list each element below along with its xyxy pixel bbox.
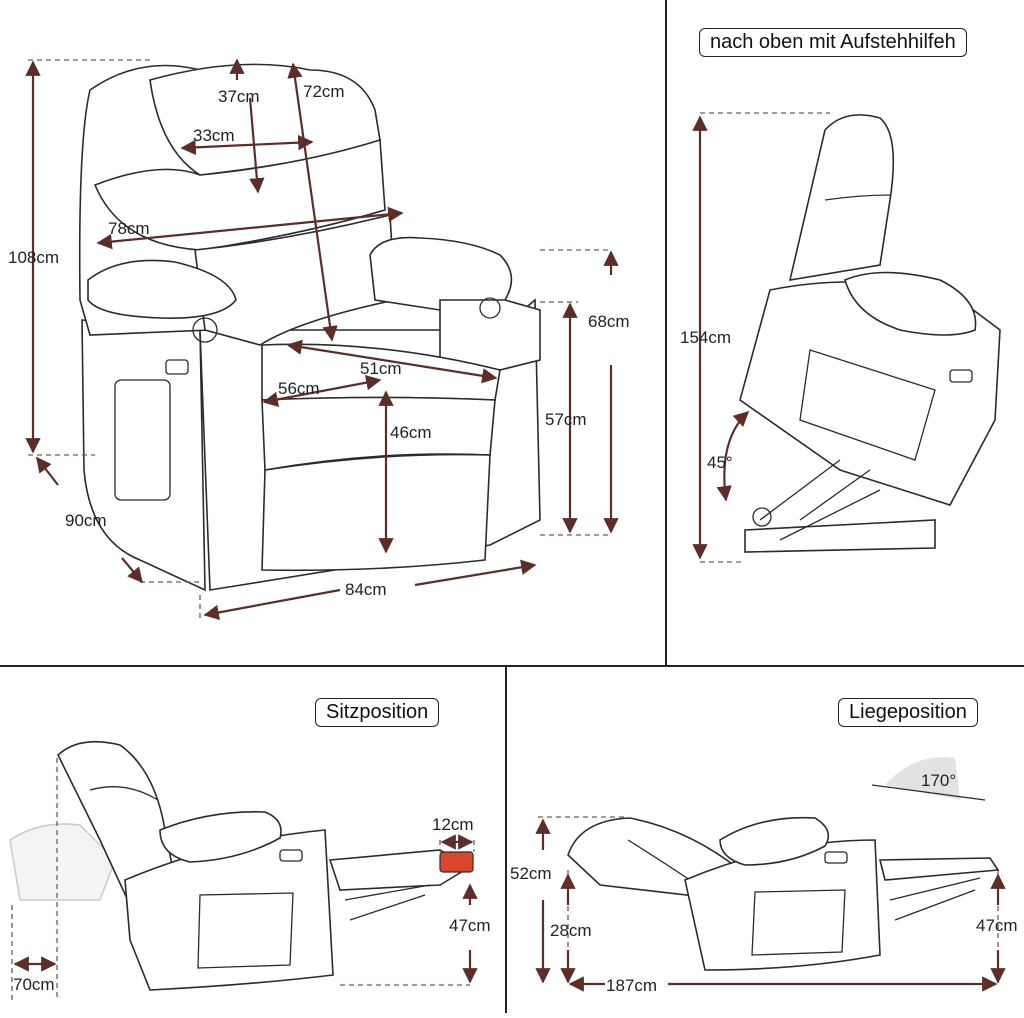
lift-view-guides [700, 112, 830, 563]
dim-footrest: 12cm [432, 815, 474, 834]
sit-view-guides [11, 758, 475, 1000]
dim-inner-back: 33cm [193, 126, 235, 145]
dim-lie-angle: 170° [921, 771, 956, 790]
lift-view-arrows [692, 115, 750, 560]
front-view-chair [78, 63, 541, 592]
dim-lie-footrest-height: 47cm [976, 916, 1018, 935]
lift-position-title: nach oben mit Aufstehhilfeh [699, 28, 967, 57]
dim-sit-footrest-height: 47cm [449, 916, 491, 935]
dim-depth: 90cm [65, 511, 107, 530]
dim-arm-floor: 57cm [545, 410, 587, 429]
dim-lie-length: 187cm [606, 976, 657, 995]
sit-view-arrows [13, 834, 478, 984]
front-view-guides [28, 59, 612, 620]
dim-back-height: 72cm [303, 82, 345, 101]
dim-seat-width: 56cm [278, 379, 320, 398]
dim-seat-depth: 51cm [360, 359, 402, 378]
dim-back-width: 37cm [218, 87, 260, 106]
dim-width: 84cm [345, 580, 387, 599]
dim-lift-angle: 45° [707, 453, 733, 472]
sit-view-labels: 70cm 12cm 47cm [13, 815, 491, 994]
dim-back-clearance: 70cm [13, 975, 55, 994]
dim-total-height: 108cm [8, 248, 59, 267]
dim-lie-seat-low: 28cm [550, 921, 592, 940]
sit-position-title: Sitzposition [315, 698, 440, 727]
dim-seat-height: 46cm [390, 423, 432, 442]
lift-view-labels: 154cm 45° [680, 328, 733, 472]
lie-view-arrows [535, 818, 1006, 992]
dim-armrest-height: 68cm [588, 312, 630, 331]
dim-lift-height: 154cm [680, 328, 731, 347]
front-view-arrows [25, 58, 619, 621]
lie-position-title: Liegeposition [838, 698, 978, 727]
lie-view-labels: 170° 52cm 28cm 47cm 187cm [510, 771, 1018, 995]
dim-lie-height: 52cm [510, 864, 552, 883]
sit-view-chair [9, 740, 470, 991]
front-view-labels: 37cm 72cm 33cm 78cm 108cm 51cm 56cm 46cm… [8, 82, 630, 599]
footrest-highlight [439, 851, 474, 873]
dim-total-width: 78cm [108, 219, 150, 238]
lift-view-chair [739, 114, 1001, 553]
recline-angle-wedge [885, 757, 960, 800]
